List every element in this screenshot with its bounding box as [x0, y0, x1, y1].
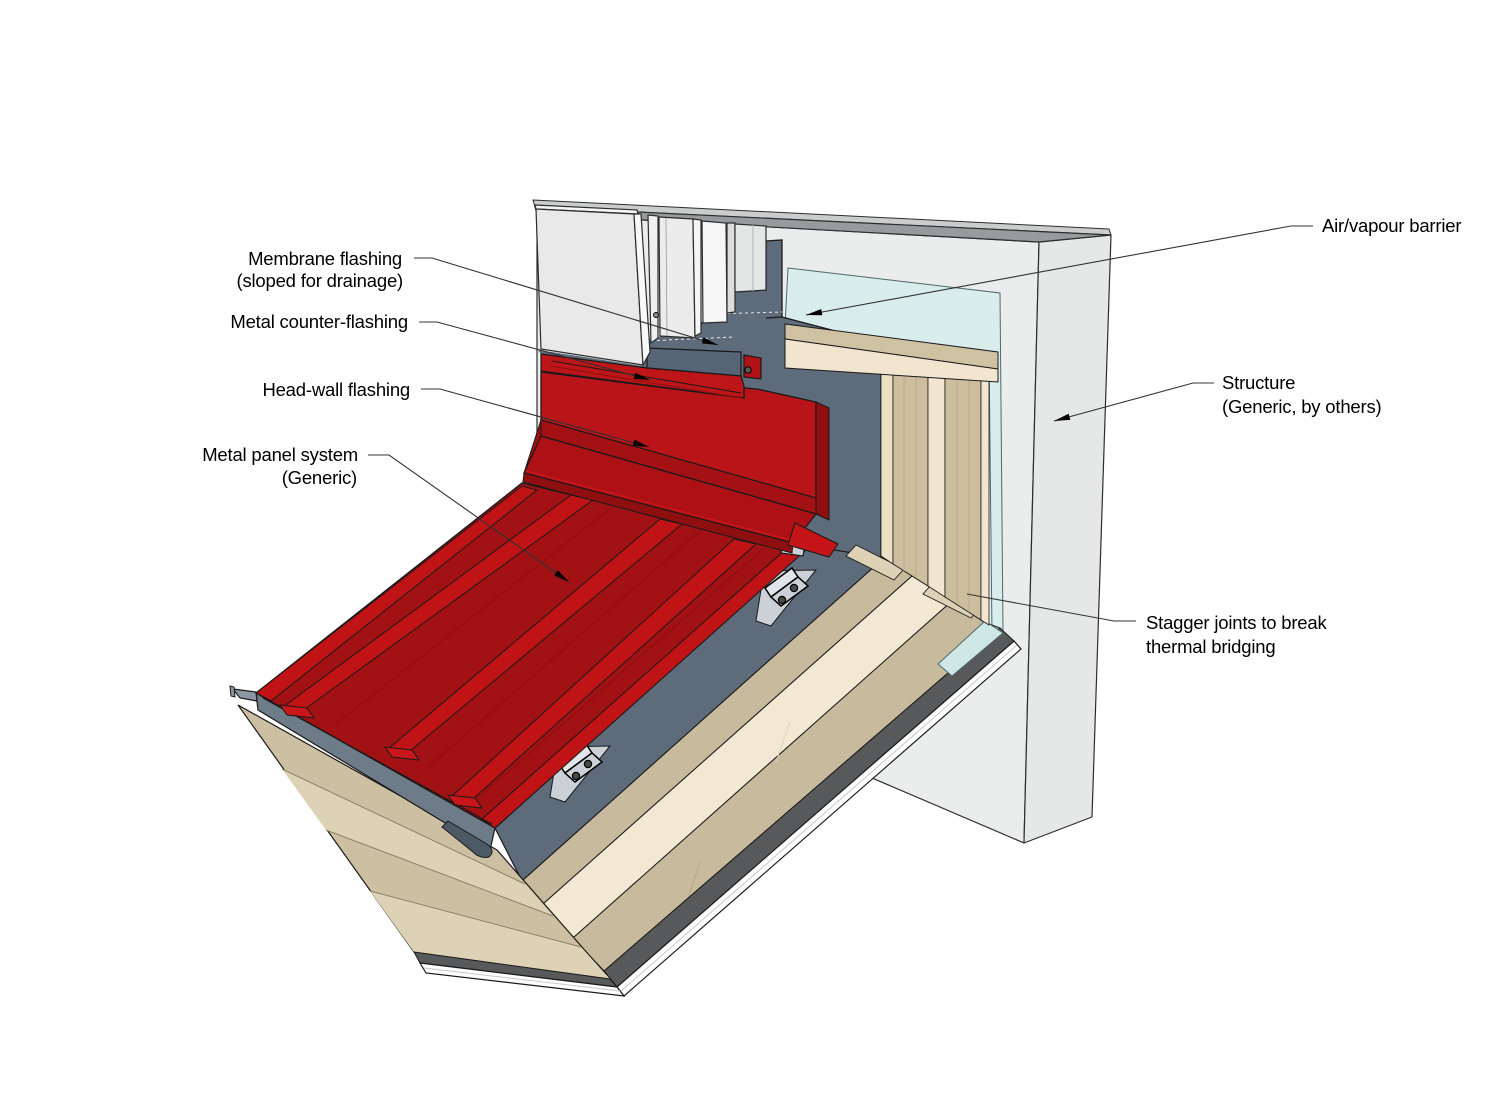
svg-text:Structure: Structure [1222, 372, 1295, 393]
svg-text:Head-wall flashing: Head-wall flashing [262, 379, 410, 400]
svg-text:(Generic, by others): (Generic, by others) [1222, 396, 1382, 417]
svg-text:Air/vapour barrier: Air/vapour barrier [1322, 215, 1461, 236]
svg-text:(Generic): (Generic) [282, 467, 357, 488]
svg-text:Membrane flashing: Membrane flashing [248, 248, 402, 269]
svg-text:(sloped for drainage): (sloped for drainage) [236, 270, 403, 291]
svg-text:Stagger joints to break: Stagger joints to break [1146, 612, 1327, 633]
svg-text:Metal counter-flashing: Metal counter-flashing [230, 311, 408, 332]
svg-text:Metal panel system: Metal panel system [202, 444, 358, 465]
svg-text:thermal bridging: thermal bridging [1146, 636, 1275, 657]
